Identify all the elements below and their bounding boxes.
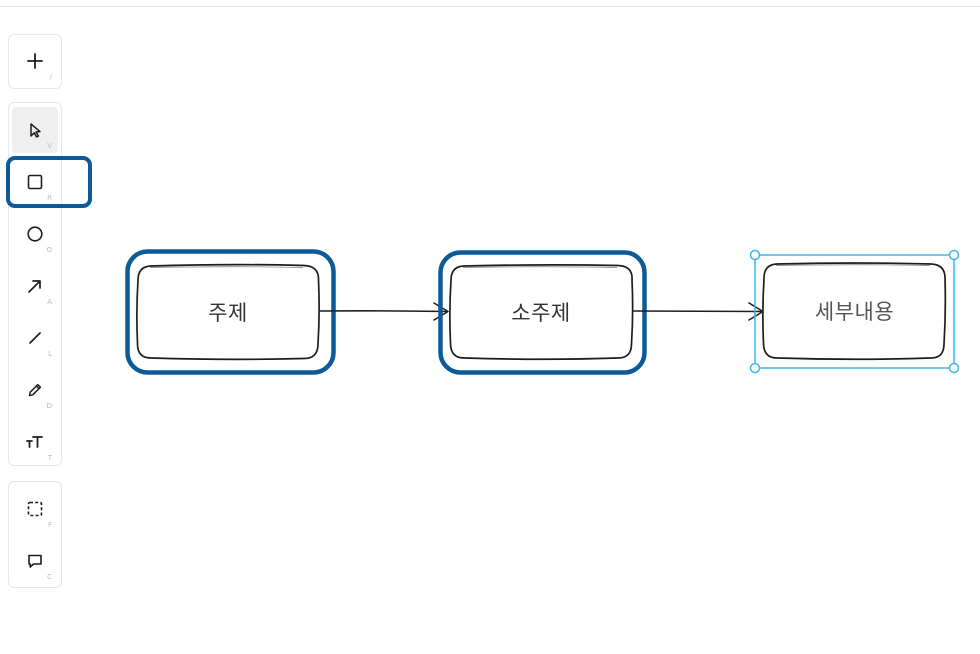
resize-handle-bottom-right[interactable] (948, 362, 960, 374)
shortcut-label: C (47, 573, 52, 581)
shortcut-label: L (48, 350, 52, 358)
node-subtopic-highlight (438, 250, 647, 375)
pencil-icon (28, 383, 42, 397)
comment-icon (28, 554, 42, 568)
shortcut-label: A (47, 298, 52, 306)
toolbar-add-group: / (8, 34, 62, 89)
tool-comment[interactable]: C (12, 538, 58, 584)
tool-text[interactable]: T (12, 419, 58, 465)
tool-arrow[interactable]: A (12, 263, 58, 309)
tool-rectangle[interactable]: R (12, 159, 58, 205)
node-subtopic-shape[interactable] (449, 264, 634, 361)
shortcut-label: V (47, 142, 52, 150)
toolbar-tools-group: V R O A L D T (8, 102, 62, 466)
selection-box (754, 254, 955, 369)
node-subtopic-label: 소주제 (511, 301, 571, 325)
node-topic-shape[interactable] (136, 263, 320, 361)
circle-icon (27, 226, 43, 242)
shortcut-label: T (47, 454, 52, 462)
shortcut-label: F (47, 521, 52, 529)
arrow-subtopic-to-details[interactable] (632, 310, 763, 313)
resize-handle-bottom-left[interactable] (749, 362, 761, 374)
plus-icon (27, 53, 43, 69)
shortcut-label: D (46, 402, 52, 410)
text-icon (26, 436, 43, 448)
arrow-icon (28, 280, 41, 293)
resize-handle-top-right[interactable] (948, 249, 960, 261)
cursor-icon (30, 123, 41, 138)
toolbar-extra-group: F C (8, 481, 62, 588)
arrow-topic-to-subtopic[interactable] (319, 310, 448, 313)
tool-ellipse[interactable]: O (12, 211, 58, 257)
node-topic-highlight (125, 249, 336, 375)
tool-line[interactable]: L (12, 315, 58, 361)
tool-draw[interactable]: D (12, 367, 58, 413)
shortcut-label: O (46, 246, 52, 254)
node-details-shape[interactable] (762, 262, 947, 361)
shortcut-label: R (47, 194, 52, 202)
add-button[interactable]: / (12, 38, 58, 84)
dashed-frame-icon (27, 501, 43, 517)
tool-select[interactable]: V (12, 107, 58, 153)
shortcut-label: / (49, 73, 52, 81)
resize-handle-top-left[interactable] (749, 249, 761, 261)
top-border (0, 6, 980, 7)
line-icon (29, 332, 41, 344)
node-topic-label: 주제 (208, 301, 248, 325)
node-details-label: 세부내용 (814, 300, 895, 324)
square-icon (27, 174, 43, 190)
tool-frame[interactable]: F (12, 486, 58, 532)
